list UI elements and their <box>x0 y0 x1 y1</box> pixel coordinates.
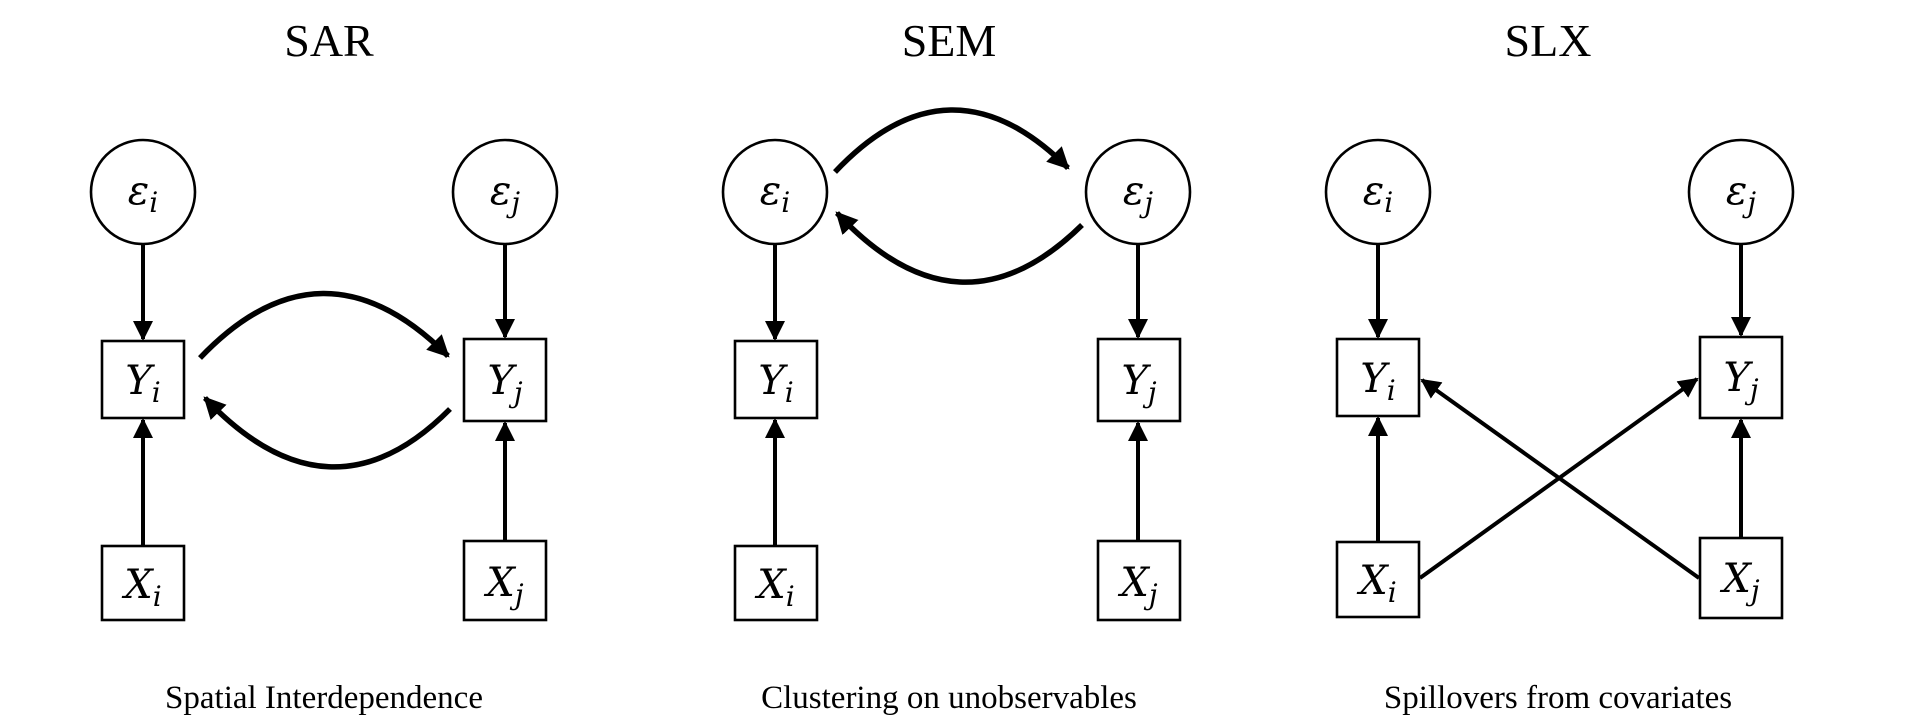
panel-title: SAR <box>284 15 374 66</box>
svg-text:Xi: Xi <box>121 562 161 613</box>
node-y-j: Yj <box>1698 335 1784 420</box>
panel-caption: Clustering on unobservables <box>761 680 1137 716</box>
svg-text:εj: εj <box>490 168 520 219</box>
svg-text:εj: εj <box>1726 168 1756 219</box>
svg-text:Xj: Xj <box>483 560 523 611</box>
panel-caption: Spillovers from covariates <box>1384 680 1732 716</box>
svg-text:Yi: Yi <box>758 358 793 409</box>
svg-text:εi: εi <box>128 168 158 219</box>
node-x-i: Xi <box>100 544 186 622</box>
node-y-j: Yj <box>1096 337 1182 423</box>
svg-text:Yj: Yj <box>487 358 522 409</box>
svg-text:Yj: Yj <box>1121 358 1156 409</box>
node-x-i: Xi <box>733 544 819 622</box>
svg-text:Xj: Xj <box>1117 560 1157 611</box>
svg-text:Yi: Yi <box>1360 356 1395 407</box>
node-y-j: Yj <box>462 337 548 423</box>
node-x-j: Xj <box>1698 536 1784 620</box>
svg-text:Xi: Xi <box>754 562 794 613</box>
svg-text:Xi: Xi <box>1356 558 1396 609</box>
edge-y-i-to-y-j-curved <box>198 290 450 360</box>
svg-text:Yi: Yi <box>125 358 160 409</box>
node-eps-j: εj <box>1687 138 1795 246</box>
node-eps-j: εj <box>1084 138 1192 246</box>
panel-title: SLX <box>1505 15 1592 66</box>
panel-slx: SLX εi εj Yi Yj Xi Xj Spi <box>1324 15 1795 716</box>
panel-caption: Spatial Interdependence <box>165 680 483 716</box>
svg-text:εj: εj <box>1123 168 1153 219</box>
node-eps-i: εi <box>721 138 829 246</box>
svg-text:Yj: Yj <box>1723 355 1758 406</box>
node-eps-i: εi <box>1324 138 1432 246</box>
svg-text:εi: εi <box>1363 168 1393 219</box>
svg-text:Xj: Xj <box>1719 556 1759 607</box>
node-x-j: Xj <box>1096 539 1182 622</box>
panel-title: SEM <box>902 15 997 66</box>
svg-text:εi: εi <box>760 168 790 219</box>
node-y-i: Yi <box>733 339 819 420</box>
node-eps-j: εj <box>451 138 559 246</box>
panel-sem: SEM εi εj Yi Yj Xi Xj Clu <box>721 15 1192 716</box>
node-eps-i: εi <box>89 138 197 246</box>
node-y-i: Yi <box>1335 337 1421 418</box>
edge-y-j-to-y-i-curved <box>203 396 452 470</box>
edge-eps-j-to-eps-i-curved <box>834 211 1084 285</box>
panel-sar: SAR εi εj Yi Yj Xi Xj <box>89 15 559 716</box>
node-y-i: Yi <box>100 339 186 420</box>
node-x-i: Xi <box>1335 540 1421 619</box>
edge-eps-i-to-eps-j-curved <box>832 107 1070 174</box>
node-x-j: Xj <box>462 539 548 622</box>
edge-x-j-to-y-i <box>1420 378 1701 580</box>
